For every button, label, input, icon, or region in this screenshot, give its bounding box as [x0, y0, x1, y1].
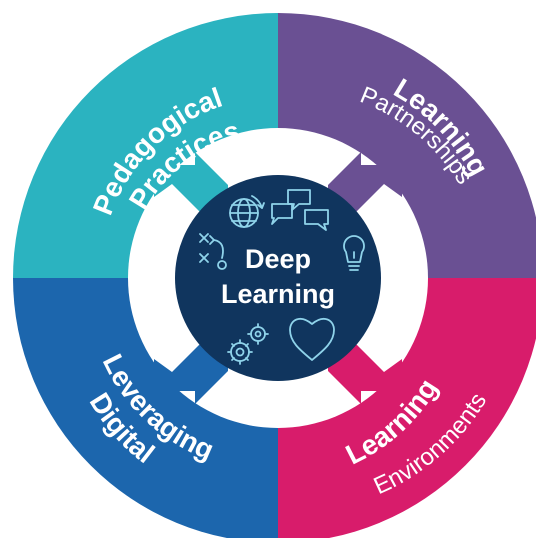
lightbulb-icon: [343, 235, 365, 271]
speech-bubbles-icon: [271, 189, 329, 231]
globe-icon: [229, 195, 265, 228]
heart-icon: [289, 317, 335, 361]
center-title-line2: Learning: [221, 279, 335, 309]
center-circle: [175, 175, 381, 381]
gears-icon: [227, 323, 269, 365]
play-diagram-icon: [199, 233, 227, 270]
center-title-line1: Deep: [245, 244, 311, 274]
